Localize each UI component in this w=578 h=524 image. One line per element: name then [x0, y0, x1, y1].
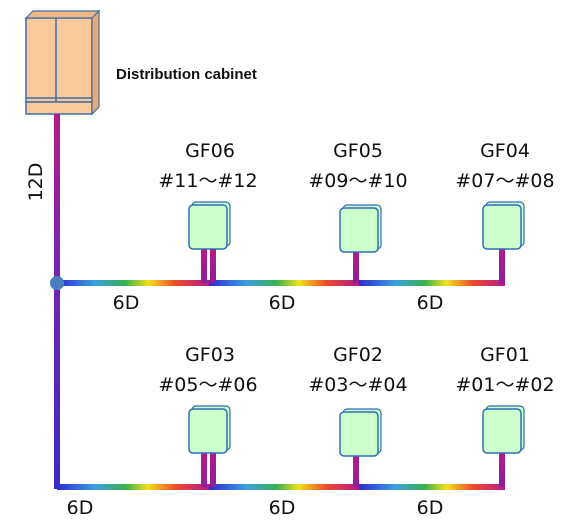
cable-segment	[57, 280, 209, 286]
node-name: GF03	[185, 344, 235, 366]
device-box-gf05	[339, 204, 382, 253]
segment-label: 6D	[417, 497, 444, 519]
cable-segment	[359, 484, 505, 490]
drop-cable	[210, 247, 216, 283]
drop-cable	[201, 451, 207, 487]
segment-label: 6D	[269, 497, 296, 519]
cabinet-label: Distribution cabinet	[116, 66, 257, 83]
row-lower: 6D 6D 6D GF03 #05～#06 GF02 #03～#04 GF01 …	[57, 344, 555, 519]
device-box-gf06	[188, 201, 231, 250]
distribution-cabinet	[24, 9, 101, 116]
node-range: #05～#06	[158, 374, 257, 396]
drop-cable	[353, 251, 359, 283]
drop-cable	[201, 247, 207, 283]
node-range: #01～#02	[455, 374, 554, 396]
drop-cable	[499, 451, 505, 487]
segment-label: 6D	[269, 292, 296, 314]
node-name: GF05	[333, 140, 383, 162]
node-name: GF04	[480, 140, 530, 162]
device-box-gf04	[482, 201, 525, 250]
node-range: #07～#08	[455, 170, 554, 192]
trunk-label: 12D	[25, 163, 47, 202]
drop-cable	[353, 455, 359, 487]
device-box-gf02	[339, 408, 382, 457]
drop-cable	[210, 451, 216, 487]
node-range: #03～#04	[308, 374, 407, 396]
cable-segment	[359, 280, 505, 286]
segment-label: 6D	[417, 292, 444, 314]
row-upper: 6D 6D 6D GF06 #11～#12 GF05 #09～#10 GF04 …	[57, 140, 555, 314]
junction-dot	[50, 276, 64, 290]
segment-label: 6D	[113, 292, 140, 314]
node-name: GF06	[185, 140, 235, 162]
node-range: #11～#12	[158, 170, 257, 192]
trunk-cable	[54, 114, 60, 489]
device-box-gf03	[188, 405, 231, 454]
node-range: #09～#10	[308, 170, 407, 192]
cable-segment	[57, 484, 209, 490]
drop-cable	[499, 247, 505, 283]
device-box-gf01	[482, 405, 525, 454]
cable-segment	[209, 280, 359, 286]
node-name: GF02	[333, 344, 383, 366]
segment-label: 6D	[67, 497, 94, 519]
cable-segment	[209, 484, 359, 490]
node-name: GF01	[480, 344, 530, 366]
